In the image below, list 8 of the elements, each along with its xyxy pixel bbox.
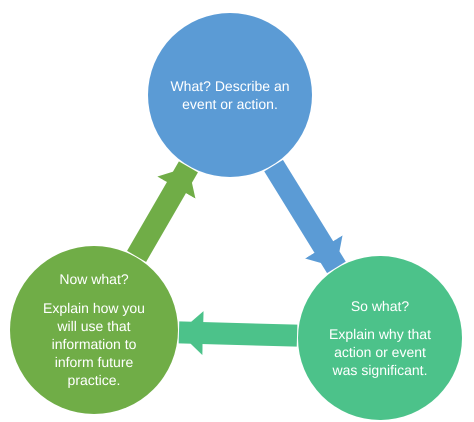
circle-text: Explain why that action or event was significant. <box>328 324 432 380</box>
circle-heading: Now what? <box>59 270 129 289</box>
block-arrow <box>178 311 298 356</box>
block-arrow <box>127 161 198 262</box>
circle-heading: So what? <box>350 296 410 315</box>
circle-text: What? Describe an event or action. <box>170 76 290 114</box>
circle-text: Explain how you will use that information to inform future practice. <box>42 298 146 390</box>
block-arrow <box>264 160 346 274</box>
